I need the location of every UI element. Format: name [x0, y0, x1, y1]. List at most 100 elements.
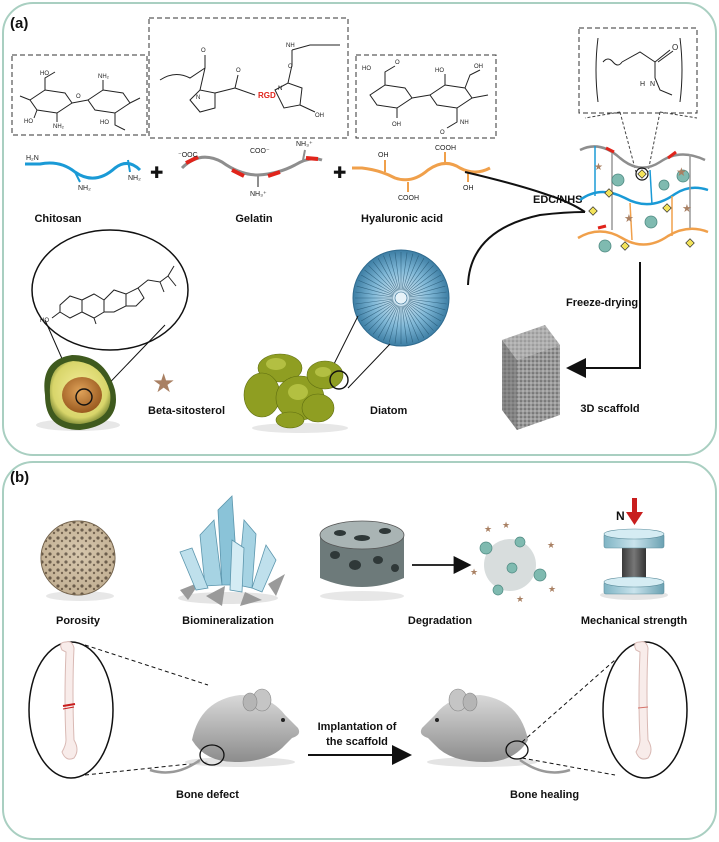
- amide-h: H: [640, 81, 645, 88]
- plus-1: ✚: [150, 163, 163, 182]
- chitosan-chain-nh2-2: NH₂: [128, 175, 141, 182]
- amide-o: O: [672, 43, 678, 52]
- diatom-ray: [388, 305, 400, 343]
- label-hyaluronic-acid: Hyaluronic acid: [361, 213, 443, 225]
- ha-nh: NH: [460, 120, 469, 126]
- diatom-ray: [404, 304, 425, 338]
- ha-oh-1: OH: [392, 122, 401, 128]
- sitosterol-structure-ellipse: [31, 229, 189, 351]
- diatom-ray: [368, 265, 396, 293]
- diatom-ray: [401, 305, 408, 344]
- gelatin-oh: OH: [315, 113, 324, 119]
- diatom-ray: [368, 303, 396, 331]
- ha-chain-oh-1: OH: [378, 152, 389, 159]
- svg-text:★: ★: [470, 568, 478, 578]
- ha-chain-cooh-2: COOH: [435, 145, 456, 152]
- label-biomineralization: Biomineralization: [182, 615, 274, 627]
- label-3d-scaffold: 3D scaffold: [580, 403, 639, 415]
- biomineralization-image: [178, 495, 285, 606]
- ha-chain-oh-2: OH: [463, 185, 474, 192]
- diatom-ray: [408, 285, 446, 297]
- sitosterol-star: ★: [152, 369, 175, 399]
- label-degradation: Degradation: [408, 615, 472, 627]
- diatom-ray: [402, 253, 414, 291]
- hyaluronic-structure: [369, 65, 489, 129]
- gelatin-o-1: O: [201, 48, 206, 54]
- hyaluronic-structure-box: [355, 54, 497, 139]
- sitosterol-ho: HO: [40, 318, 49, 324]
- network-diatom-particles: [598, 169, 690, 253]
- diatom-ray: [407, 302, 438, 327]
- diatom-ray: [394, 305, 401, 344]
- diatom-ray: [358, 300, 394, 316]
- chitosan-oh-2: HO: [24, 119, 33, 125]
- diatom-ray: [388, 253, 400, 291]
- gelatin-nh: NH: [286, 43, 295, 49]
- gelatin-rgd: RGD: [258, 91, 276, 100]
- chitosan-chain-h2n: H₂N: [26, 155, 39, 162]
- zoom-line-healing-2: [521, 757, 616, 776]
- gelatin-structure: [159, 44, 340, 113]
- diatom-ray: [355, 298, 394, 305]
- svg-text:★: ★: [548, 585, 556, 595]
- ha-ho-2: HO: [435, 68, 444, 74]
- diatom-ray: [405, 261, 430, 292]
- label-porosity: Porosity: [56, 615, 101, 627]
- diatom-ray: [408, 280, 444, 296]
- crosslinked-network: [577, 111, 709, 246]
- chitosan-nh2-1: NH₂: [53, 124, 65, 130]
- diatom-ray: [404, 258, 425, 292]
- diatom-ray: [372, 304, 397, 335]
- network-yellow-nodes: [588, 169, 695, 251]
- ha-ho-1: HO: [362, 66, 371, 72]
- label-diatom: Diatom: [370, 405, 408, 417]
- diatom-ray: [407, 274, 441, 295]
- ha-o-2: O: [440, 130, 445, 136]
- chitosan-oh-1: HO: [40, 71, 49, 77]
- gelatin-chain-coo: COO⁻: [250, 148, 270, 155]
- gelatin-chain: [180, 149, 323, 187]
- label-beta-sitosterol: Beta-sitosterol: [148, 405, 225, 417]
- diatom-ray: [364, 302, 395, 327]
- diatom-ray: [407, 269, 438, 294]
- sitosterol-structure: [51, 265, 177, 325]
- gelatin-n-1: N: [196, 95, 200, 101]
- panel-b-frame: [2, 461, 717, 840]
- svg-text:★: ★: [516, 595, 524, 605]
- chitosan-chain: [25, 159, 142, 183]
- diatom-ray: [361, 274, 395, 295]
- label-chitosan: Chitosan: [34, 213, 81, 225]
- porosity-image: [40, 520, 116, 601]
- ha-oh-2: OH: [474, 64, 483, 70]
- gelatin-chain-nh3-2: NH₃⁺: [250, 191, 267, 198]
- mouse-left-image: [149, 688, 300, 774]
- svg-text:★: ★: [547, 541, 555, 551]
- diatom-ray: [406, 303, 434, 331]
- diatom-ray: [377, 258, 398, 292]
- gelatin-n-2: N: [278, 86, 282, 92]
- chitosan-structure: [19, 71, 141, 131]
- diatom-ray: [408, 291, 447, 298]
- diatom-ray: [355, 291, 394, 298]
- amide-bond-structure: [595, 37, 683, 103]
- diatom-ray: [364, 269, 395, 294]
- svg-text:★: ★: [594, 162, 603, 173]
- label-edc-nhs: EDC/NHS: [533, 194, 583, 206]
- join-curve-top: [464, 171, 586, 213]
- gelatin-chain-nh3-1: NH₃⁺: [296, 141, 313, 148]
- diatom-ray: [383, 305, 399, 341]
- diatom-ray: [403, 255, 419, 291]
- svg-text:★: ★: [624, 212, 634, 225]
- svg-text:★: ★: [502, 521, 510, 531]
- amide-bond-box: [578, 27, 698, 114]
- panel-b-tag: (b): [10, 469, 29, 486]
- panel-a-tag: (a): [10, 15, 28, 32]
- diatom-ray: [406, 265, 434, 293]
- freeze-drying-arrow: [566, 262, 641, 378]
- svg-text:★: ★: [484, 525, 492, 535]
- gelatin-chain-ooc: ⁻OOC: [178, 152, 198, 159]
- svg-text:★: ★: [676, 165, 687, 179]
- network-stars: ★ ★ ★ ★: [594, 162, 692, 225]
- chitosan-oh-3: HO: [100, 120, 109, 126]
